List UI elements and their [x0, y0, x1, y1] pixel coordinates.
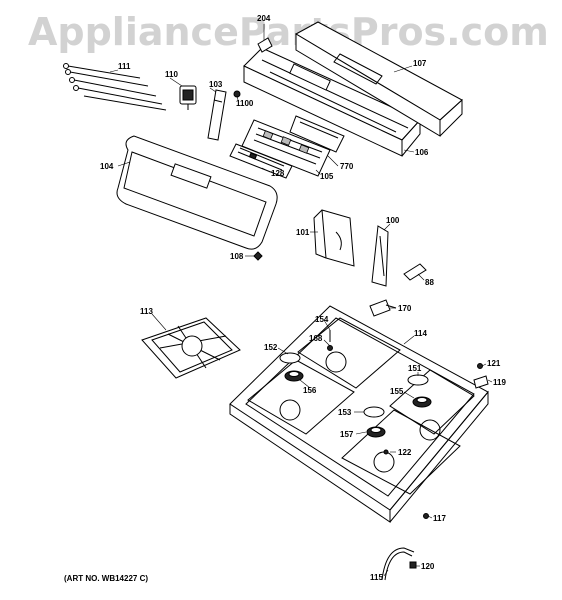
- part-119-clip[interactable]: [473, 375, 489, 389]
- callout-128: 128: [271, 169, 285, 178]
- callout-108: 108: [230, 252, 244, 261]
- part-88-knob[interactable]: [403, 263, 427, 281]
- art-number: (ART NO. WB14227 C): [64, 574, 149, 583]
- callout-170: 170: [398, 304, 412, 313]
- part-104-control-panel[interactable]: [116, 135, 278, 250]
- callout-153: 153: [338, 408, 352, 417]
- part-105-clock-overlay[interactable]: [241, 119, 331, 177]
- callout-119: 119: [493, 378, 506, 387]
- part-157-burner-head[interactable]: [366, 426, 386, 438]
- part-111-wire-harness[interactable]: [63, 63, 167, 111]
- callout-111: 111: [118, 62, 131, 71]
- part-113-grate[interactable]: [141, 317, 241, 379]
- callout-110: 110: [165, 70, 178, 79]
- part-204-end-cap[interactable]: [257, 37, 273, 53]
- part-156-burner-head[interactable]: [284, 370, 304, 382]
- leader-lines: [109, 24, 493, 577]
- part-122-screw[interactable]: [383, 449, 389, 455]
- callout-104: 104: [100, 162, 114, 171]
- part-170-spark-ignitor[interactable]: [369, 299, 397, 317]
- callout-151: 151: [408, 364, 422, 373]
- callout-122: 122: [398, 448, 412, 457]
- callout-121: 121: [487, 359, 501, 368]
- part-106-backsplash-frame[interactable]: [243, 47, 421, 157]
- part-151-burner-cap[interactable]: [407, 374, 429, 386]
- part-152-burner-cap[interactable]: [279, 352, 301, 364]
- callout-107: 107: [413, 59, 427, 68]
- part-100-manifold-bracket[interactable]: [371, 225, 389, 287]
- callout-labels: 204 107 111 110 103 1100 104 128 105 770…: [100, 14, 506, 582]
- callout-1100: 1100: [236, 99, 254, 108]
- callout-157: 157: [340, 430, 354, 439]
- part-153-burner-cap[interactable]: [363, 406, 385, 418]
- callout-152: 152: [264, 343, 278, 352]
- part-101-bracket[interactable]: [313, 209, 355, 267]
- callout-106: 106: [415, 148, 429, 157]
- callout-117: 117: [433, 514, 446, 523]
- callout-770: 770: [340, 162, 354, 171]
- part-115-gas-tube[interactable]: [381, 547, 415, 581]
- callout-168: 168: [309, 334, 323, 343]
- callout-154: 154: [315, 315, 329, 324]
- part-120-fitting[interactable]: [409, 561, 417, 569]
- part-121-screw[interactable]: [477, 363, 483, 369]
- part-103-bracket[interactable]: [207, 89, 227, 141]
- callout-105: 105: [320, 172, 334, 181]
- callout-120: 120: [421, 562, 435, 571]
- callout-100: 100: [386, 216, 400, 225]
- callout-88: 88: [425, 278, 434, 287]
- part-108-screw[interactable]: [253, 251, 263, 261]
- callout-101: 101: [296, 228, 310, 237]
- callout-204: 204: [257, 14, 271, 23]
- watermark-logo: AppliancePartsPros.com: [28, 10, 549, 54]
- part-155-burner-head[interactable]: [412, 396, 432, 408]
- callout-114: 114: [414, 329, 427, 338]
- callout-103: 103: [209, 80, 223, 89]
- part-168-screw[interactable]: [327, 345, 333, 351]
- callout-156: 156: [303, 386, 317, 395]
- part-770-display-board[interactable]: [289, 115, 345, 153]
- part-117-screw[interactable]: [423, 513, 429, 519]
- callout-155: 155: [390, 387, 404, 396]
- callout-115: 115: [370, 573, 383, 582]
- part-110-switch[interactable]: [179, 85, 197, 110]
- part-114-cooktop[interactable]: [229, 305, 489, 523]
- part-107-backsplash-cover[interactable]: [294, 21, 463, 137]
- callout-113: 113: [140, 307, 153, 316]
